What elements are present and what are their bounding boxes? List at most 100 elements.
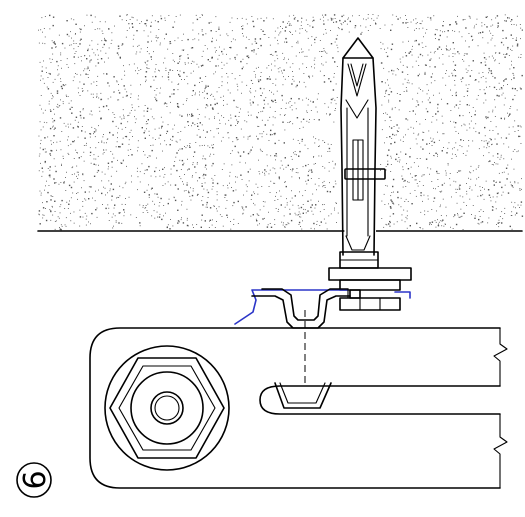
speckle-dot bbox=[520, 38, 521, 40]
speckle-dot bbox=[304, 55, 306, 57]
speckle-dot bbox=[187, 115, 188, 117]
speckle-dot bbox=[246, 23, 248, 25]
speckle-dot bbox=[447, 163, 449, 164]
speckle-dot bbox=[464, 124, 466, 126]
speckle-dot bbox=[163, 205, 165, 206]
speckle-dot bbox=[485, 77, 487, 79]
speckle-dot bbox=[470, 172, 472, 174]
speckle-dot bbox=[204, 87, 206, 89]
speckle-dot bbox=[247, 171, 249, 173]
speckle-dot bbox=[442, 133, 444, 135]
speckle-dot bbox=[458, 186, 460, 188]
speckle-dot bbox=[215, 50, 217, 51]
speckle-dot bbox=[284, 227, 286, 228]
speckle-dot bbox=[53, 129, 55, 130]
speckle-dot bbox=[182, 103, 184, 105]
speckle-dot bbox=[335, 202, 337, 204]
speckle-dot bbox=[457, 188, 459, 190]
speckle-dot bbox=[40, 162, 41, 164]
speckle-dot bbox=[190, 47, 192, 49]
speckle-dot bbox=[147, 60, 149, 62]
speckle-dot bbox=[268, 186, 270, 187]
speckle-dot bbox=[288, 15, 290, 17]
speckle-dot bbox=[145, 62, 146, 64]
speckle-dot bbox=[319, 211, 321, 213]
speckle-dot bbox=[160, 143, 161, 145]
speckle-dot bbox=[382, 81, 383, 83]
speckle-dot bbox=[209, 155, 211, 157]
speckle-dot bbox=[54, 78, 56, 80]
speckle-dot bbox=[221, 81, 223, 83]
speckle-dot bbox=[325, 29, 327, 30]
speckle-dot bbox=[59, 227, 60, 228]
speckle-dot bbox=[205, 33, 207, 35]
speckle-dot bbox=[289, 121, 290, 123]
speckle-dot bbox=[404, 221, 406, 223]
speckle-dot bbox=[367, 17, 369, 19]
speckle-dot bbox=[468, 15, 470, 17]
speckle-dot bbox=[109, 190, 111, 192]
speckle-dot bbox=[89, 136, 91, 138]
speckle-dot bbox=[247, 55, 249, 57]
speckle-dot bbox=[275, 195, 276, 197]
speckle-dot bbox=[458, 188, 461, 190]
speckle-dot bbox=[50, 149, 52, 152]
speckle-dot bbox=[93, 131, 96, 133]
speckle-dot bbox=[292, 138, 294, 140]
speckle-dot bbox=[239, 161, 241, 163]
speckle-dot bbox=[414, 175, 417, 177]
speckle-dot bbox=[249, 135, 251, 137]
speckle-dot bbox=[452, 56, 454, 57]
speckle-dot bbox=[308, 121, 310, 123]
speckle-dot bbox=[79, 39, 81, 41]
speckle-dot bbox=[474, 215, 476, 217]
speckle-dot bbox=[135, 70, 136, 72]
speckle-dot bbox=[52, 95, 53, 97]
speckle-dot bbox=[186, 100, 187, 102]
speckle-dot bbox=[50, 210, 52, 211]
speckle-dot bbox=[438, 173, 440, 174]
speckle-dot bbox=[286, 202, 288, 204]
speckle-dot bbox=[221, 216, 223, 217]
speckle-dot bbox=[165, 70, 167, 71]
speckle-dot bbox=[263, 20, 265, 22]
speckle-dot bbox=[184, 79, 185, 80]
speckle-dot bbox=[227, 35, 229, 37]
speckle-dot bbox=[123, 85, 125, 87]
speckle-dot bbox=[166, 106, 168, 107]
speckle-dot bbox=[198, 114, 200, 115]
speckle-dot bbox=[177, 222, 179, 224]
speckle-dot bbox=[305, 212, 307, 214]
speckle-dot bbox=[458, 170, 460, 172]
speckle-dot bbox=[245, 18, 247, 20]
speckle-dot bbox=[40, 194, 42, 196]
speckle-dot bbox=[279, 67, 281, 69]
speckle-dot bbox=[511, 64, 512, 66]
speckle-dot bbox=[272, 18, 274, 20]
speckle-dot bbox=[496, 94, 498, 97]
speckle-dot bbox=[420, 211, 422, 213]
speckle-dot bbox=[100, 92, 102, 94]
speckle-dot bbox=[52, 41, 54, 43]
speckle-dot bbox=[395, 134, 397, 136]
speckle-dot bbox=[103, 43, 105, 46]
speckle-dot bbox=[159, 92, 161, 94]
speckle-dot bbox=[195, 172, 197, 174]
speckle-dot bbox=[212, 182, 214, 184]
speckle-dot bbox=[461, 81, 463, 83]
speckle-dot bbox=[275, 51, 277, 53]
speckle-dot bbox=[259, 209, 261, 211]
speckle-dot bbox=[41, 167, 43, 169]
speckle-dot bbox=[161, 126, 162, 128]
speckle-dot bbox=[193, 151, 196, 153]
speckle-dot bbox=[390, 199, 392, 201]
speckle-dot bbox=[442, 198, 444, 200]
speckle-dot bbox=[139, 171, 141, 173]
speckle-dot bbox=[128, 23, 130, 25]
speckle-dot bbox=[142, 212, 144, 213]
speckle-dot bbox=[179, 70, 181, 72]
speckle-dot bbox=[81, 126, 83, 127]
speckle-dot bbox=[225, 207, 227, 209]
speckle-dot bbox=[190, 199, 192, 201]
speckle-dot bbox=[269, 223, 271, 224]
